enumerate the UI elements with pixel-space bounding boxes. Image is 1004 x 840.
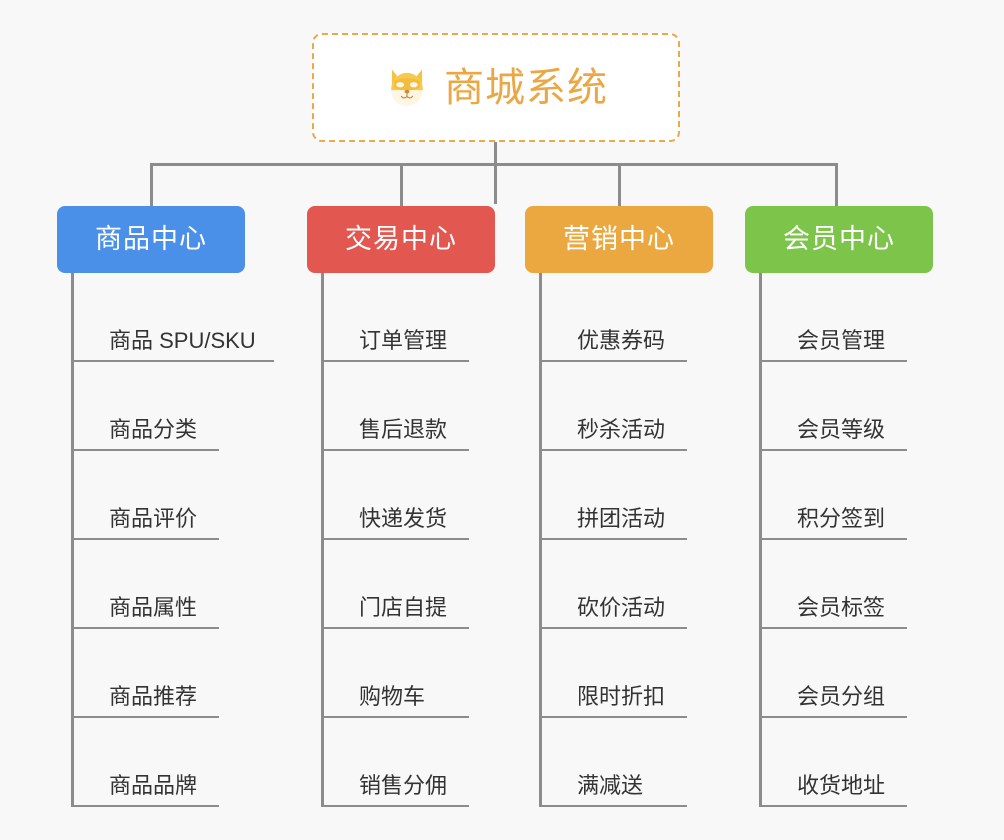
leaf-item-label: 门店自提 (359, 595, 448, 620)
leaf-item-underline (539, 805, 687, 807)
connector-drop-1 (150, 163, 153, 206)
leaf-item-label: 会员分组 (797, 684, 886, 709)
connector-drop-3 (618, 163, 621, 206)
connector-drop-2 (400, 163, 403, 206)
connector-horizontal-bus (150, 163, 838, 166)
branch-box-4[interactable]: 会员中心 (745, 206, 933, 273)
leaf-spine-3 (539, 273, 542, 807)
leaf-item-underline (321, 627, 469, 629)
leaf-item-underline (71, 360, 274, 362)
leaf-item-underline (539, 627, 687, 629)
leaf-item-underline (759, 627, 907, 629)
leaf-item-label: 拼团活动 (577, 506, 666, 531)
leaf-item-label: 砍价活动 (577, 595, 666, 620)
leaf-item-label: 收货地址 (797, 773, 886, 798)
leaf-item-underline (321, 805, 469, 807)
leaf-item-underline (759, 360, 907, 362)
leaf-item-label: 售后退款 (359, 417, 448, 442)
leaf-item-label: 秒杀活动 (577, 417, 666, 442)
leaf-item-label: 商品 SPU/SKU (109, 328, 256, 353)
connector-drop-4 (835, 163, 838, 206)
root-node[interactable]: 商城系统 (312, 33, 680, 142)
leaf-item-label: 会员等级 (797, 417, 886, 442)
branch-box-2[interactable]: 交易中心 (307, 206, 495, 273)
leaf-item-underline (71, 538, 219, 540)
leaf-item-label: 商品分类 (109, 417, 198, 442)
leaf-item-underline (759, 538, 907, 540)
branch-box-3[interactable]: 营销中心 (525, 206, 713, 273)
leaf-spine-1 (71, 273, 74, 807)
leaf-item-underline (71, 449, 219, 451)
leaf-item-underline (71, 805, 219, 807)
leaf-item-underline (321, 360, 469, 362)
leaf-item-underline (321, 449, 469, 451)
leaf-item-underline (759, 449, 907, 451)
leaf-item-label: 会员管理 (797, 328, 886, 353)
leaf-item-underline (539, 360, 687, 362)
leaf-item-label: 购物车 (359, 684, 426, 709)
leaf-item-label: 会员标签 (797, 595, 886, 620)
leaf-item-label: 满减送 (577, 773, 644, 798)
leaf-spine-2 (321, 273, 324, 807)
leaf-item-label: 商品推荐 (109, 684, 198, 709)
leaf-item-underline (71, 627, 219, 629)
leaf-spine-4 (759, 273, 762, 807)
leaf-item-label: 销售分佣 (359, 773, 448, 798)
leaf-item-underline (759, 805, 907, 807)
shiba-dog-face-icon (391, 68, 423, 106)
root-title: 商城系统 (444, 65, 608, 110)
branch-label-2: 交易中心 (345, 224, 457, 254)
leaf-item-label: 商品属性 (109, 595, 198, 620)
leaf-item-label: 限时折扣 (577, 684, 666, 709)
leaf-item-underline (539, 716, 687, 718)
leaf-item-underline (71, 716, 219, 718)
leaf-item-underline (539, 449, 687, 451)
leaf-item-underline (321, 716, 469, 718)
leaf-item-label: 商品评价 (109, 506, 198, 531)
leaf-item-label: 优惠券码 (577, 328, 666, 353)
leaf-item-label: 商品品牌 (109, 773, 198, 798)
leaf-item-label: 积分签到 (797, 506, 886, 531)
branch-box-1[interactable]: 商品中心 (57, 206, 245, 273)
leaf-item-label: 订单管理 (359, 328, 448, 353)
leaf-item-underline (759, 716, 907, 718)
leaf-item-underline (539, 538, 687, 540)
branch-label-3: 营销中心 (563, 224, 675, 254)
branch-label-4: 会员中心 (783, 224, 895, 254)
connector-root-stem (494, 142, 497, 204)
branch-label-1: 商品中心 (95, 224, 207, 254)
leaf-item-label: 快递发货 (359, 506, 448, 531)
leaf-item-underline (321, 538, 469, 540)
